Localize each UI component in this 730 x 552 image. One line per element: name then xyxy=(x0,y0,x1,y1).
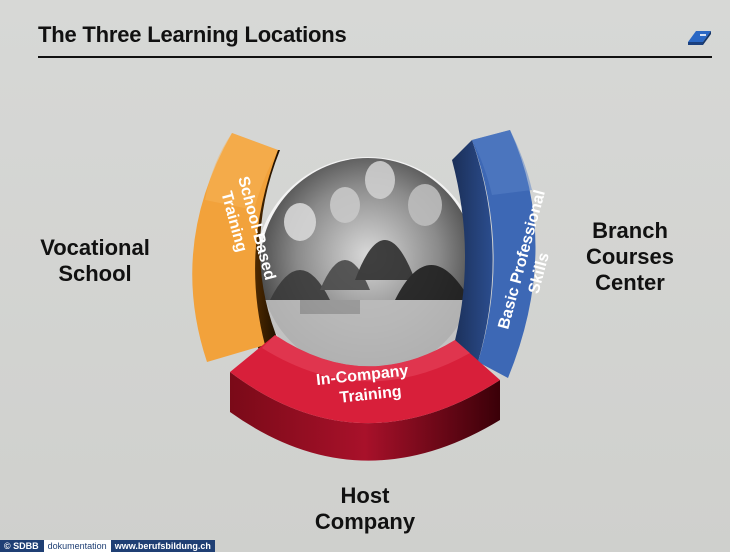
location-host-company: Host Company xyxy=(305,483,425,535)
title-divider xyxy=(38,56,712,58)
branch-line-2: Courses xyxy=(585,244,675,269)
location-branch-courses-center: Branch Courses Center xyxy=(560,218,700,296)
book-icon[interactable] xyxy=(686,28,712,48)
footer-copyright: © SDBB xyxy=(0,540,43,552)
vocational-line-1: Vocational xyxy=(40,235,150,260)
footer: © SDBB dokumentation www.berufsbildung.c… xyxy=(0,540,215,552)
footer-dokumentation: dokumentation xyxy=(42,540,111,552)
vocational-line-2: School xyxy=(58,261,132,286)
segment-school-based-training: School-Based Training xyxy=(192,133,280,362)
footer-url-link[interactable]: www.berufsbildung.ch xyxy=(110,540,215,552)
host-line-2: Company xyxy=(314,509,416,534)
segment-in-company-training: In-Company Training xyxy=(230,335,500,461)
host-line-1: Host xyxy=(340,483,390,508)
page-title: The Three Learning Locations xyxy=(38,22,347,47)
branch-line-1: Branch xyxy=(592,218,668,243)
location-vocational-school: Vocational School xyxy=(30,235,160,287)
branch-line-3: Center xyxy=(595,270,665,295)
segment-basic-professional-skills: Basic Professional Skills xyxy=(452,130,553,378)
